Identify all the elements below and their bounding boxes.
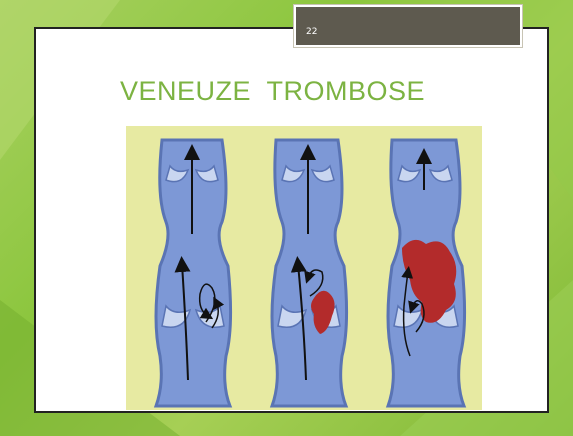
vein-panel-normal xyxy=(156,140,231,406)
slide-title: VENEUZE TROMBOSE xyxy=(120,76,425,107)
thrombosis-illustration xyxy=(126,126,482,410)
slide-number-box: 22 xyxy=(293,4,523,48)
vein-panel-advanced-thrombus xyxy=(388,140,465,406)
vein-panel-early-thrombus xyxy=(272,140,347,406)
slide-number: 22 xyxy=(306,27,317,37)
